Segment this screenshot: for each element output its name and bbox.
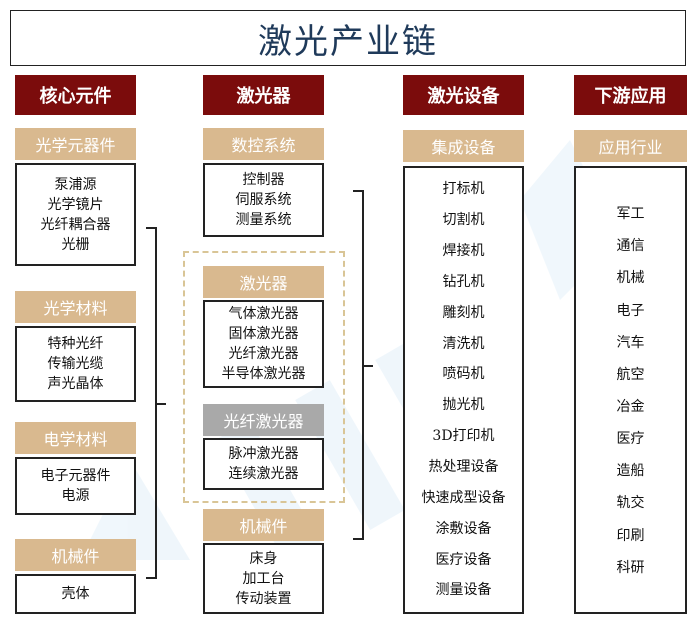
list-item: 传输光缆 <box>47 356 104 372</box>
list-item: 造船 <box>616 463 645 480</box>
list-item: 电子元器件 <box>40 468 111 484</box>
list-item: 航空 <box>616 366 645 383</box>
mechanical-parts-box: 壳体 <box>15 574 136 614</box>
header-laser-equipment: 激光设备 <box>403 75 524 115</box>
list-item: 固体激光器 <box>228 326 299 342</box>
list-item: 雕刻机 <box>442 304 485 321</box>
list-item: 声光晶体 <box>47 376 104 392</box>
list-item: 切割机 <box>442 212 485 229</box>
header-core-components: 核心元件 <box>15 75 136 115</box>
application-list-box: 军工 通信 机械 电子 汽车 航空 冶金 医疗 造船 轨交 印刷 科研 <box>574 166 687 614</box>
list-item: 轨交 <box>616 495 645 512</box>
list-item: 测量系统 <box>235 212 292 228</box>
list-item: 传动装置 <box>235 590 292 607</box>
label-mechanical-parts: 机械件 <box>15 539 136 571</box>
list-item: 军工 <box>616 206 645 223</box>
label-application-industries: 应用行业 <box>574 130 687 162</box>
list-item: 医疗设备 <box>435 551 492 568</box>
list-item: 喷码机 <box>442 366 485 383</box>
label-optical-components: 光学元器件 <box>15 128 136 160</box>
list-item: 半导体激光器 <box>221 366 306 382</box>
list-item: 泵浦源 <box>54 176 97 193</box>
list-item: 加工台 <box>242 570 285 587</box>
list-item: 涂敷设备 <box>435 520 492 537</box>
electrical-materials-box: 电子元器件 电源 <box>15 457 136 515</box>
label-optical-materials: 光学材料 <box>15 291 136 323</box>
list-item: 连续激光器 <box>228 466 299 482</box>
optical-components-box: 泵浦源 光学镜片 光纤耦合器 光栅 <box>15 163 136 266</box>
label-laser-mechanical-parts: 机械件 <box>203 509 324 541</box>
list-item: 通信 <box>616 238 645 255</box>
list-item: 光纤耦合器 <box>40 216 111 233</box>
list-item: 测量设备 <box>435 582 492 599</box>
list-item: 汽车 <box>616 334 645 351</box>
label-integrated-equipment: 集成设备 <box>403 130 524 162</box>
laser-types-box: 气体激光器 固体激光器 光纤激光器 半导体激光器 <box>203 300 324 388</box>
list-item: 清洗机 <box>442 335 485 352</box>
list-item: 印刷 <box>616 527 645 544</box>
list-item: 抛光机 <box>442 397 485 414</box>
list-item: 钻孔机 <box>442 273 485 290</box>
list-item: 焊接机 <box>442 243 485 260</box>
laser-types-dashed-group <box>183 251 345 503</box>
list-item: 冶金 <box>616 399 645 416</box>
bracket-core-to-laser <box>146 227 166 579</box>
list-item: 医疗 <box>616 431 645 448</box>
list-item: 3D打印机 <box>432 428 495 445</box>
list-item: 打标机 <box>442 181 485 198</box>
list-item: 快速成型设备 <box>421 489 506 506</box>
page-title: 激光产业链 <box>10 10 686 66</box>
list-item: 气体激光器 <box>228 306 299 322</box>
fiber-laser-box: 脉冲激光器 连续激光器 <box>203 438 324 490</box>
header-laser: 激光器 <box>203 75 324 115</box>
list-item: 脉冲激光器 <box>228 446 299 462</box>
list-item: 光纤激光器 <box>228 346 299 362</box>
laser-mechanical-box: 床身 加工台 传动装置 <box>203 543 324 614</box>
list-item: 控制器 <box>242 172 285 188</box>
list-item: 壳体 <box>61 586 90 602</box>
header-downstream-application: 下游应用 <box>574 75 687 115</box>
label-fiber-laser: 光纤激光器 <box>203 404 324 436</box>
list-item: 电子 <box>616 302 645 319</box>
list-item: 伺服系统 <box>235 192 292 208</box>
label-laser: 激光器 <box>203 266 324 298</box>
list-item: 热处理设备 <box>428 459 499 476</box>
list-item: 电源 <box>61 488 90 504</box>
label-electrical-materials: 电学材料 <box>15 422 136 454</box>
optical-materials-box: 特种光纤 传输光缆 声光晶体 <box>15 326 136 402</box>
list-item: 光学镜片 <box>47 196 104 213</box>
list-item: 光栅 <box>61 236 90 253</box>
list-item: 科研 <box>616 559 645 576</box>
equipment-list-box: 打标机 切割机 焊接机 钻孔机 雕刻机 清洗机 喷码机 抛光机 3D打印机 热处… <box>403 166 524 614</box>
list-item: 特种光纤 <box>47 336 104 352</box>
bracket-laser-to-equipment <box>353 190 373 540</box>
list-item: 床身 <box>249 550 278 567</box>
list-item: 机械 <box>616 270 645 287</box>
label-cnc-system: 数控系统 <box>203 128 324 160</box>
cnc-system-box: 控制器 伺服系统 测量系统 <box>203 163 324 237</box>
